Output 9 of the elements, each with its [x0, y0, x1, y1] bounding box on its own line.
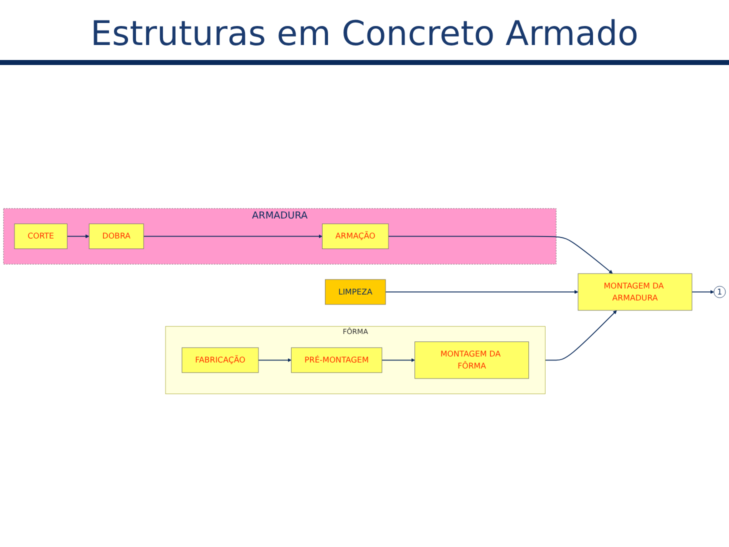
slide-title: Estruturas em Concreto Armado — [0, 14, 729, 65]
arrow — [544, 310, 617, 360]
arrow — [382, 358, 415, 362]
arrow — [692, 290, 714, 294]
arrow — [385, 290, 578, 294]
arrow — [388, 236, 613, 274]
arrow — [258, 358, 292, 362]
arrow — [143, 234, 322, 238]
arrow — [66, 234, 90, 238]
